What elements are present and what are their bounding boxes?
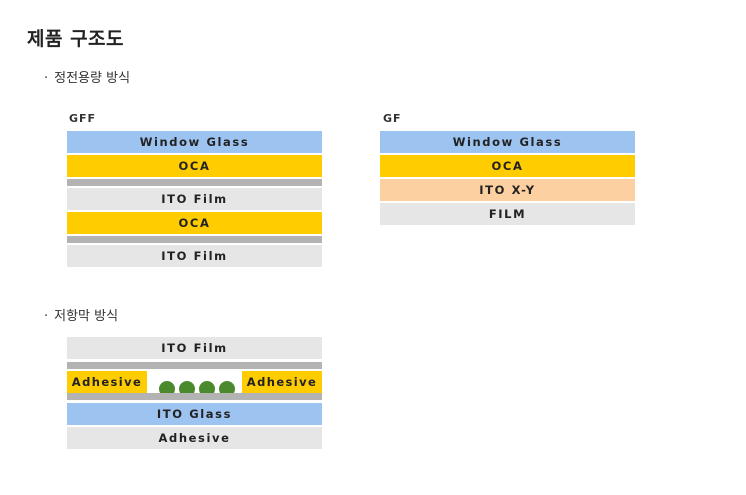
section-label-text: 정전용량 방식 — [54, 71, 131, 86]
adhesive-right: Adhesive — [242, 371, 322, 393]
resistive-layer-adhesive: Adhesive — [67, 427, 322, 449]
gf-stack: Window Glass OCA ITO X-Y FILM — [380, 131, 635, 225]
spacer-dot — [159, 381, 175, 393]
gf-label: GF — [383, 112, 402, 125]
bullet: · — [44, 71, 49, 86]
gff-layer-ito-film-2: ITO Film — [67, 245, 322, 267]
spacer-dots — [159, 381, 235, 393]
gff-layer-ito-film-1: ITO Film — [67, 188, 322, 210]
bullet: · — [44, 309, 49, 324]
resistive-layer-ito-film: ITO Film — [67, 337, 322, 359]
gf-layer-window-glass: Window Glass — [380, 131, 635, 153]
gff-separator-1 — [67, 179, 322, 186]
gf-layer-oca: OCA — [380, 155, 635, 177]
resistive-layer-ito-glass: ITO Glass — [67, 403, 322, 425]
gff-layer-oca-1: OCA — [67, 155, 322, 177]
resistive-separator-bottom — [67, 393, 322, 400]
gff-stack: Window Glass OCA ITO Film OCA ITO Film — [67, 131, 322, 267]
resistive-separator-top — [67, 362, 322, 369]
resistive-stack: ITO Film Adhesive Adhesive ITO Glass Adh… — [67, 337, 322, 449]
gff-separator-2 — [67, 236, 322, 243]
page-title: 제품 구조도 — [27, 28, 125, 50]
spacer-dot — [199, 381, 215, 393]
gff-layer-oca-2: OCA — [67, 212, 322, 234]
gff-layer-window-glass: Window Glass — [67, 131, 322, 153]
resistive-adhesive-row: Adhesive Adhesive — [67, 371, 322, 393]
gff-label: GFF — [69, 112, 97, 125]
section-label-resistive: · 저항막 방식 — [44, 305, 118, 324]
gf-layer-film: FILM — [380, 203, 635, 225]
adhesive-left: Adhesive — [67, 371, 147, 393]
section-label-text: 저항막 방식 — [54, 309, 119, 324]
spacer-dot — [179, 381, 195, 393]
spacer-dot — [219, 381, 235, 393]
section-label-capacitive: · 정전용량 방식 — [44, 67, 130, 86]
gf-layer-ito-xy: ITO X-Y — [380, 179, 635, 201]
